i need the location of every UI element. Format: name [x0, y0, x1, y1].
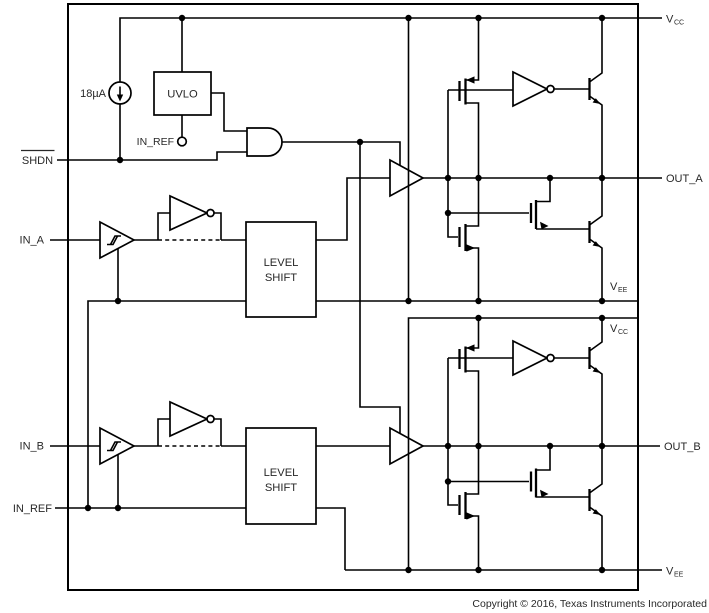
pin-label-vee-bottom: V EE: [666, 566, 684, 579]
clamp-mosfet-b: [529, 446, 590, 498]
pin-label-in-b: IN_B: [20, 441, 44, 453]
junction-dots: [84, 14, 606, 574]
inverter-a: [169, 194, 215, 232]
level-shift-a-line2: SHIFT: [265, 272, 297, 284]
rail-label-vcc-b: V CC: [610, 323, 628, 336]
in-ref-terminal: IN_REF: [137, 136, 188, 148]
svg-text:V: V: [610, 323, 618, 335]
uvlo-label: UVLO: [167, 89, 198, 101]
svg-text:V: V: [610, 281, 618, 293]
schmitt-trigger-b: [99, 426, 136, 466]
rail-label-vee-a: V EE: [610, 281, 628, 294]
current-source-label: 18µA: [80, 88, 107, 100]
in-ref-node-label: IN_REF: [137, 136, 174, 148]
inverter-output-a: [512, 70, 589, 108]
svg-text:EE: EE: [618, 287, 628, 294]
pin-label-out-b: OUT_B: [664, 441, 701, 453]
svg-text:V: V: [666, 566, 674, 578]
nmos-pulldown-b: [458, 446, 480, 570]
pin-label-out-a: OUT_A: [666, 173, 703, 185]
level-shift-b-line1: LEVEL: [264, 467, 299, 479]
vcc-b-rail: [407, 317, 638, 570]
svg-text:CC: CC: [674, 20, 684, 27]
pmos-pullup-b: [458, 318, 480, 446]
pmos-pullup-a: [458, 18, 480, 178]
pin-labels: SHDN IN_A IN_B IN_REF V CC OUT_A V EE V …: [13, 14, 703, 579]
current-source-18ua: 18µA: [80, 81, 132, 105]
pin-label-vcc-top: V CC: [666, 14, 684, 27]
inverter-b: [169, 400, 215, 438]
current-arrow-icon: [116, 94, 124, 102]
level-shift-a-block: LEVEL SHIFT: [245, 221, 317, 318]
clamp-mosfet-a: [529, 178, 590, 230]
level-shift-b-line2: SHIFT: [265, 482, 297, 494]
level-shift-a-line1: LEVEL: [264, 257, 299, 269]
pin-label-shdn: SHDN: [22, 155, 53, 167]
npn-pullup-a: [588, 18, 603, 178]
schmitt-trigger-a: [99, 220, 136, 260]
driver-buffer-b: [389, 426, 425, 466]
nmos-pulldown-a: [458, 178, 480, 301]
wires: [50, 17, 662, 571]
uvlo-block: UVLO: [153, 71, 212, 116]
level-shift-b-block: LEVEL SHIFT: [245, 427, 317, 525]
svg-text:V: V: [666, 14, 674, 26]
package-outline: [67, 3, 639, 591]
pin-label-in-ref: IN_REF: [13, 503, 52, 515]
driver-buffer-a: [389, 158, 425, 198]
copyright-notice: Copyright © 2016, Texas Instruments Inco…: [472, 598, 707, 610]
npn-pulldown-b: [588, 446, 603, 570]
inverter-output-b: [512, 339, 589, 377]
svg-text:EE: EE: [674, 572, 684, 579]
svg-text:CC: CC: [618, 329, 628, 336]
and-gate: [246, 127, 283, 157]
npn-pullup-b: [588, 318, 603, 446]
pin-label-in-a: IN_A: [20, 235, 45, 247]
npn-pulldown-a: [588, 178, 603, 301]
